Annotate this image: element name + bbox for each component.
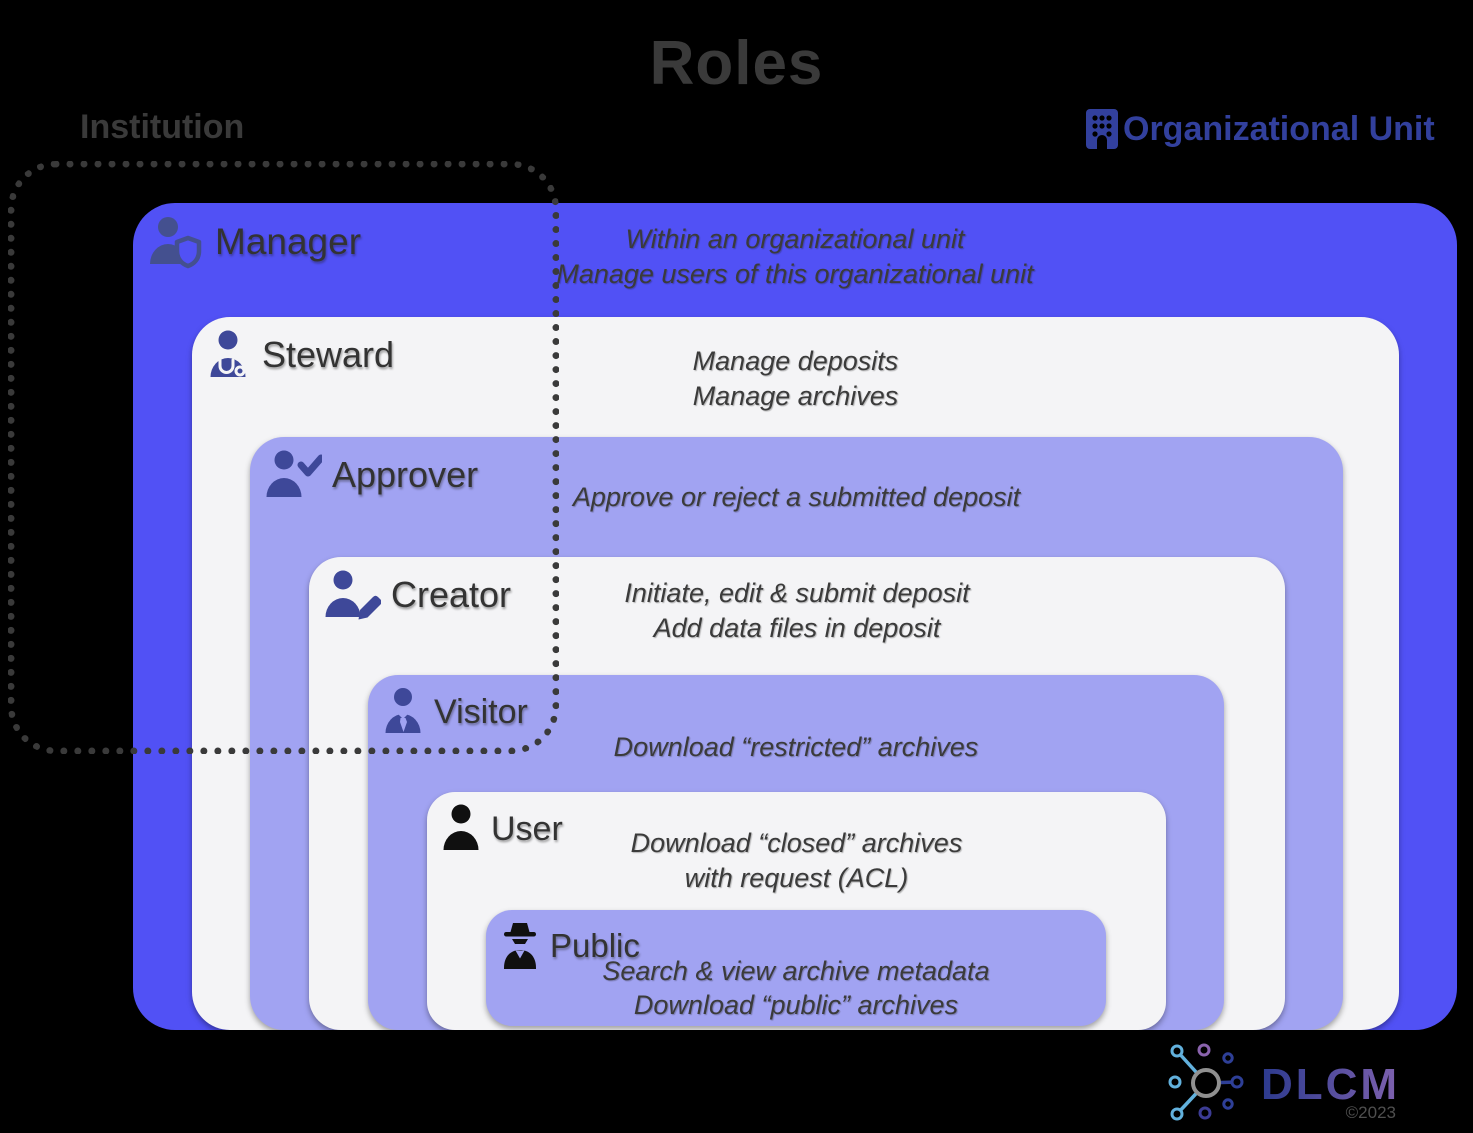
visitor-description: Download “restricted” archives xyxy=(368,730,1224,765)
user-role-label: User xyxy=(441,804,563,854)
description-line: Search & view archive metadata xyxy=(602,956,990,986)
user-icon xyxy=(443,804,479,850)
network-icon xyxy=(1168,1043,1244,1121)
role-name: Approver xyxy=(332,454,479,495)
approver-role-label: Approver xyxy=(264,449,478,501)
role-name: Visitor xyxy=(434,692,528,731)
description-line: Download “public” archives xyxy=(633,990,959,1020)
description-line: Manage deposits xyxy=(692,346,899,376)
building-icon xyxy=(1086,109,1118,149)
copyright-text: ©2023 xyxy=(1346,1103,1396,1122)
public-role-label: Public xyxy=(500,922,640,970)
approver-description: Approve or reject a submitted deposit xyxy=(250,480,1343,515)
user-check-icon xyxy=(266,450,322,497)
user-tie-icon xyxy=(385,688,421,733)
manager-description: Within an organizational unit Manage use… xyxy=(133,222,1457,292)
creator-description: Initiate, edit & submit deposit Add data… xyxy=(309,576,1285,646)
dlcm-wordmark: DLCM xyxy=(1261,1060,1400,1109)
description-line: Download “restricted” archives xyxy=(613,732,979,762)
org-unit-label-group: Organizational Unit xyxy=(1084,108,1435,150)
description-line: Approve or reject a submitted deposit xyxy=(572,482,1021,512)
description-line: Manage archives xyxy=(692,381,899,411)
steward-description: Manage deposits Manage archives xyxy=(192,344,1399,414)
spy-icon xyxy=(504,923,536,969)
role-name: Manager xyxy=(215,221,362,262)
description-line: with request (ACL) xyxy=(684,863,909,893)
page-title: Roles xyxy=(649,29,824,98)
public-description: Search & view archive metadata Download … xyxy=(486,954,1106,1022)
user-shield-icon xyxy=(150,217,202,269)
role-name: User xyxy=(491,809,563,848)
user-description: Download “closed” archives with request … xyxy=(427,826,1166,896)
visitor-role-label: Visitor xyxy=(382,687,528,737)
user-edit-icon xyxy=(325,570,381,620)
creator-role-label: Creator xyxy=(323,569,511,621)
public-box: Public Search & view archive metadata Do… xyxy=(486,910,1106,1026)
role-name: Steward xyxy=(262,334,395,375)
description-line: Manage users of this organizational unit xyxy=(556,259,1034,289)
description-line: Initiate, edit & submit deposit xyxy=(624,578,970,608)
manager-role-label: Manager xyxy=(147,215,361,269)
dlcm-logo: DLCM ©2023 xyxy=(1168,1043,1400,1122)
org-unit-label: Organizational Unit xyxy=(1123,109,1435,148)
description-line: Download “closed” archives xyxy=(630,828,963,858)
steward-role-label: Steward xyxy=(206,329,394,381)
description-line: Add data files in deposit xyxy=(653,613,941,643)
role-name: Public xyxy=(550,927,640,964)
user-doctor-icon xyxy=(210,330,246,377)
description-line: Within an organizational unit xyxy=(625,224,965,254)
institution-label: Institution xyxy=(80,108,245,146)
role-name: Creator xyxy=(391,574,512,615)
